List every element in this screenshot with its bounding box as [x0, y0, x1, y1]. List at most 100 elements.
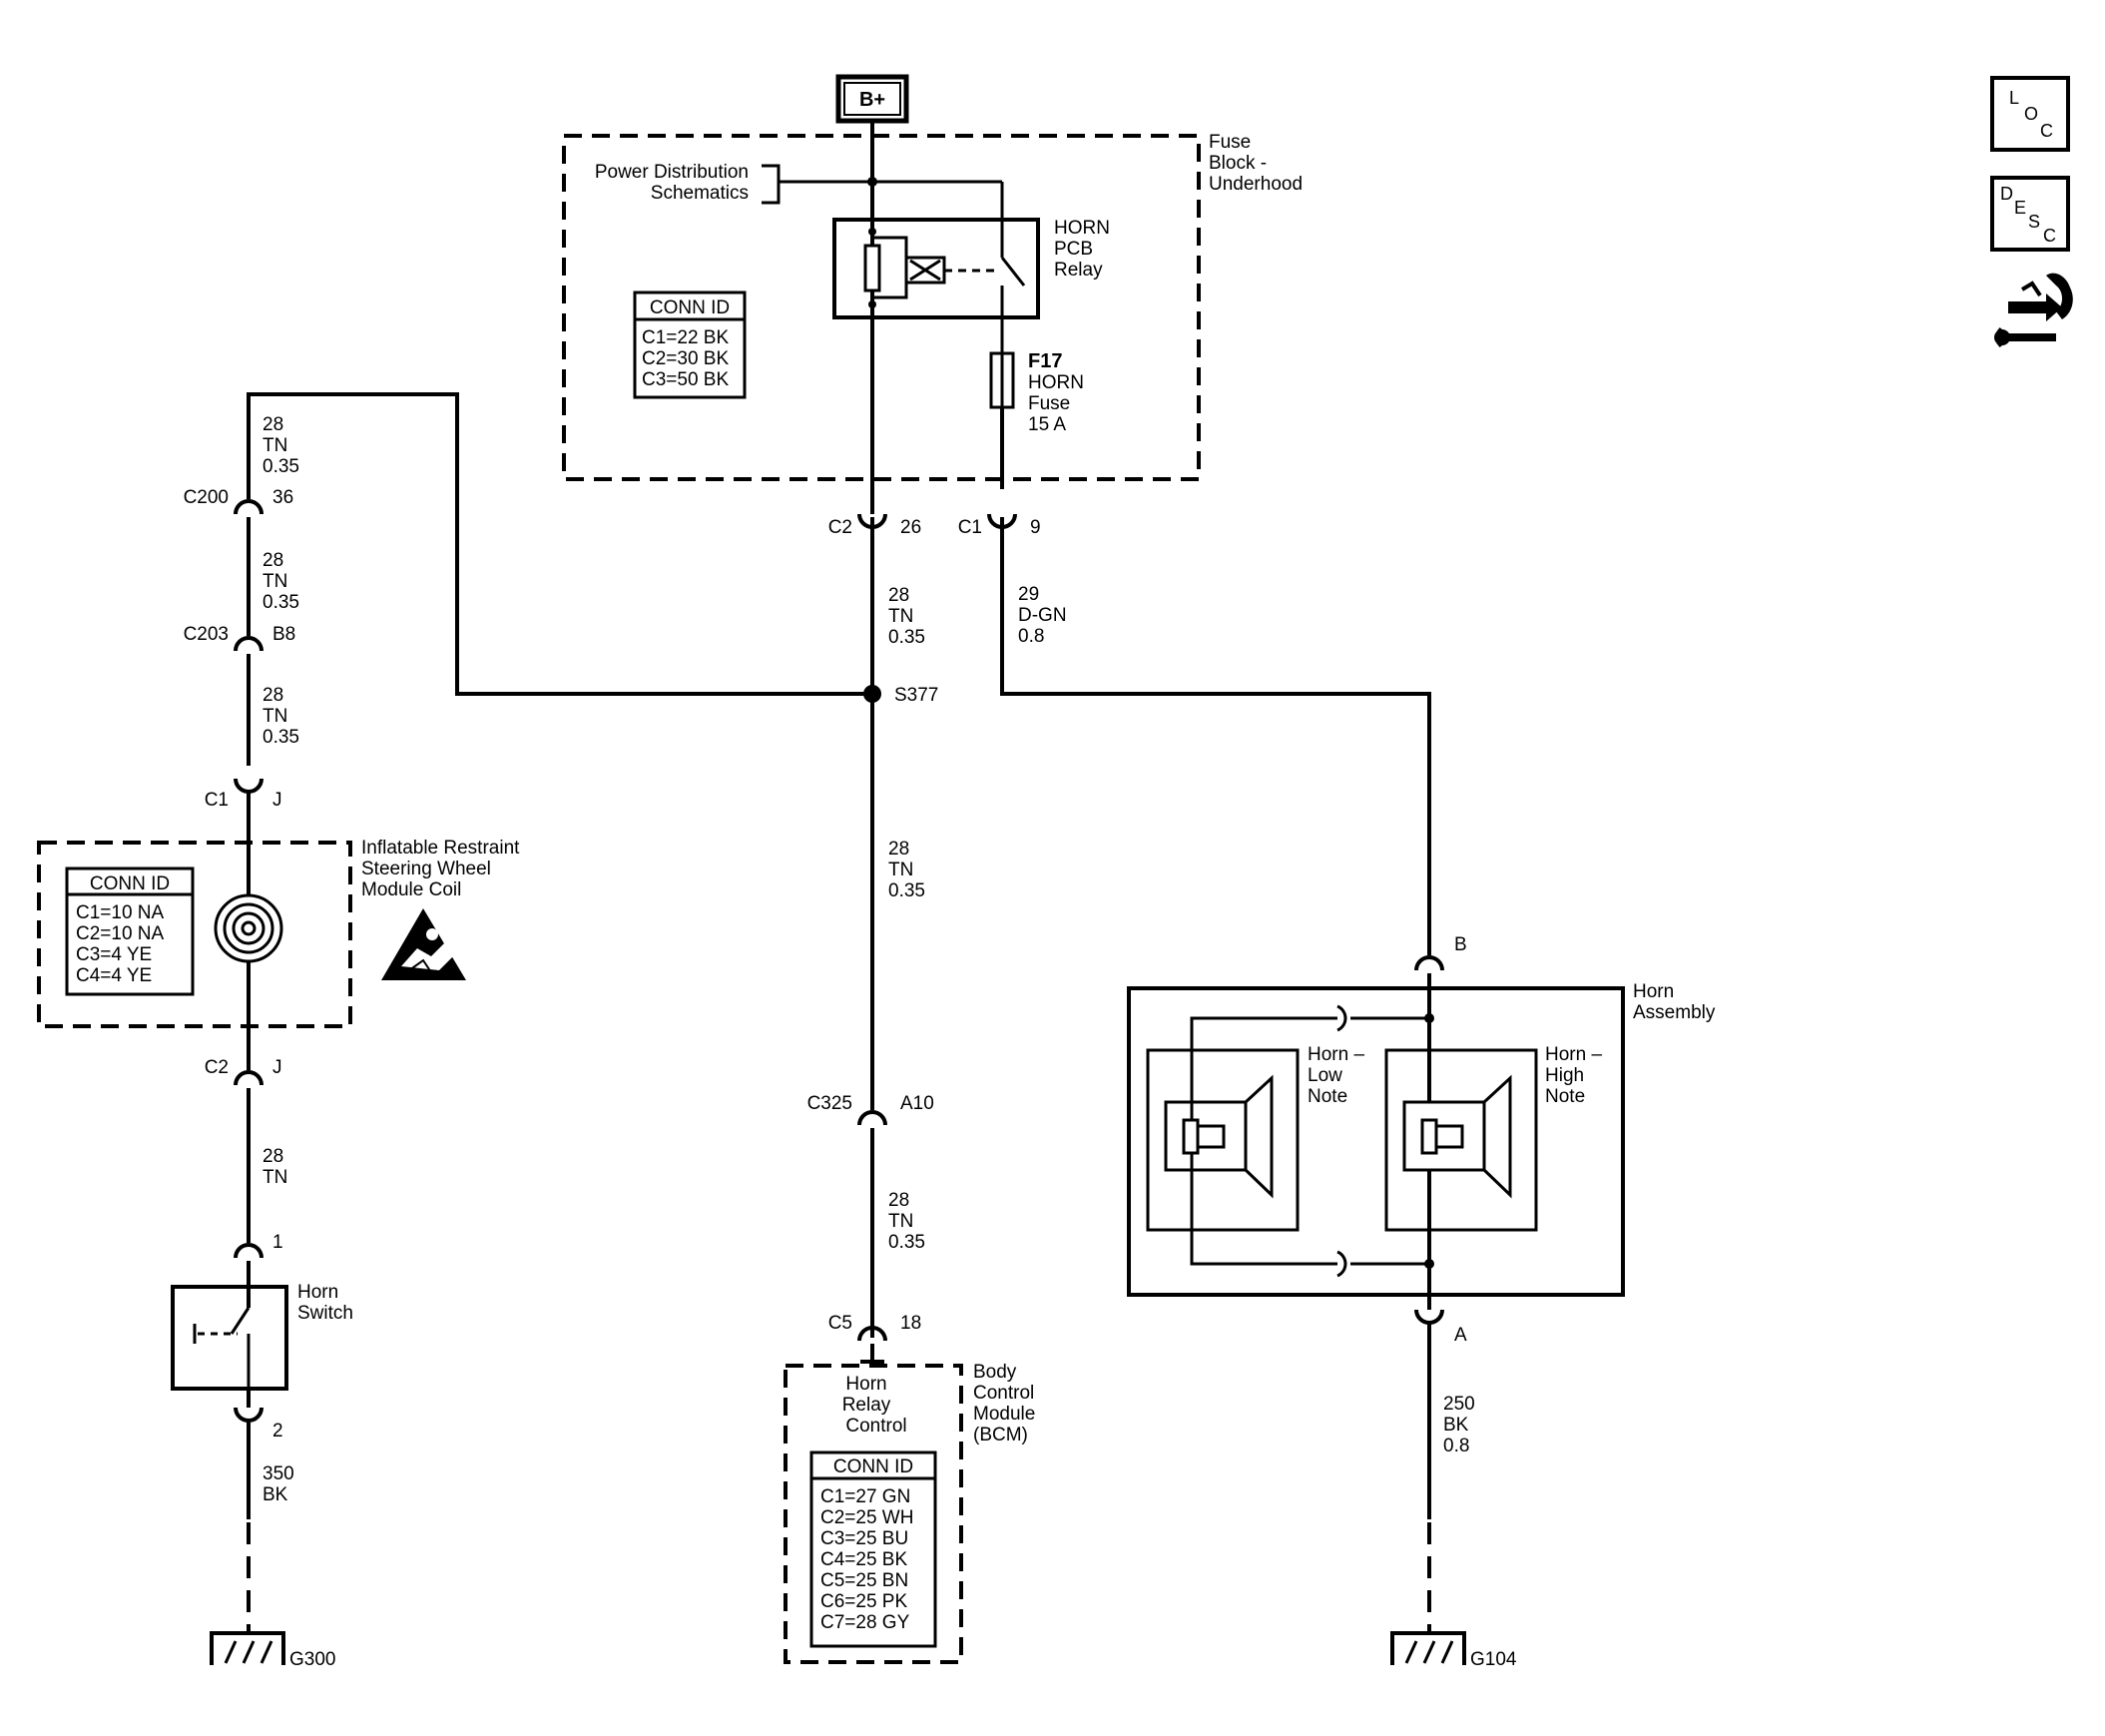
- connector-pin: B8: [272, 624, 295, 645]
- splice-label: S377: [894, 685, 938, 706]
- srs-warning-icon: [381, 908, 466, 980]
- diagnostic-tool-icon[interactable]: [1994, 273, 2073, 347]
- power-dist-label-2[interactable]: Schematics: [651, 183, 749, 204]
- wire-label: 0.35: [888, 880, 925, 901]
- bcm-title-3: Module: [973, 1404, 1035, 1425]
- coil-title-1: Inflatable Restraint: [361, 838, 520, 859]
- low-note-title-3: Note: [1308, 1086, 1347, 1107]
- fuse-block-conn-id-table: CONN ID C1=22 BK C2=30 BK C3=50 BK: [633, 290, 747, 399]
- connector-c5-18: [857, 1326, 887, 1364]
- conn-id-row: C4=4 YE: [76, 965, 152, 986]
- power-source-label: B+: [859, 89, 885, 111]
- connector-name: C203: [184, 624, 229, 645]
- conn-id-header: CONN ID: [650, 297, 730, 318]
- connector-c325-a10: [857, 1110, 887, 1338]
- ground-label: G104: [1470, 1649, 1517, 1670]
- connector-name: C325: [807, 1093, 852, 1114]
- low-note-title-1: Horn –: [1308, 1044, 1364, 1065]
- wire-label: 0.35: [263, 456, 299, 477]
- high-note-title-2: High: [1545, 1065, 1584, 1086]
- loc-letter: C: [2040, 121, 2053, 141]
- connector-pin: 18: [900, 1313, 921, 1334]
- bcm-function-3: Control: [845, 1416, 906, 1437]
- conn-id-row: C1=10 NA: [76, 902, 165, 923]
- high-note-title-1: Horn –: [1545, 1044, 1602, 1065]
- wire-label: TN: [888, 606, 913, 627]
- loc-letter: L: [2009, 88, 2019, 108]
- coil-title-2: Steering Wheel: [361, 859, 491, 879]
- conn-id-row: C5=25 BN: [820, 1570, 908, 1591]
- desc-letter: S: [2028, 212, 2040, 232]
- bcm-conn-id-table: CONN ID C1=27 GN C2=25 WH C3=25 BU C4=25…: [809, 1450, 937, 1648]
- fuse-label-3: Fuse: [1028, 393, 1070, 414]
- relay-label-3: Relay: [1054, 260, 1103, 281]
- connector-pin: 2: [272, 1421, 283, 1442]
- wire-label: 0.35: [263, 727, 299, 748]
- connector-horn-a: [1414, 1309, 1444, 1519]
- connector-name: C200: [184, 487, 229, 508]
- relay-label-1: HORN: [1054, 218, 1110, 239]
- wire-label: D-GN: [1018, 605, 1067, 626]
- bcm-function-2: Relay: [842, 1395, 891, 1416]
- wire-label: 28: [263, 685, 283, 706]
- fuse-label-2: HORN: [1028, 372, 1084, 393]
- conn-id-row: C1=22 BK: [642, 327, 729, 348]
- bcm-title-4: (BCM): [973, 1425, 1028, 1446]
- low-note-title-2: Low: [1308, 1065, 1342, 1086]
- power-dist-label-1[interactable]: Power Distribution: [595, 162, 749, 183]
- connector-pin: 1: [272, 1232, 283, 1253]
- description-button[interactable]: D E S C: [1990, 176, 2070, 252]
- desc-letter: D: [2000, 184, 2013, 204]
- horn-assembly: [1127, 973, 1625, 1310]
- wire-label: TN: [888, 860, 913, 880]
- connector-name: C5: [828, 1313, 852, 1334]
- high-note-title-3: Note: [1545, 1086, 1585, 1107]
- fuse-label-1: F17: [1028, 350, 1062, 372]
- fuse-block-title-2: Block -: [1209, 153, 1267, 174]
- connector-switch-pin-1: [234, 1243, 263, 1308]
- wire-label: 0.35: [888, 1232, 925, 1253]
- connector-pin: A10: [900, 1093, 934, 1114]
- bcm-function-1: Horn: [845, 1374, 886, 1395]
- relay-label-2: PCB: [1054, 239, 1093, 260]
- connector-c203-b8: [234, 636, 263, 766]
- fuse-block-title-1: Fuse: [1209, 132, 1251, 153]
- wire-label: 29: [1018, 584, 1039, 605]
- horn-pcb-relay: [832, 182, 1040, 489]
- conn-id-row: C2=30 BK: [642, 348, 729, 369]
- horn-high-note: [1384, 1048, 1538, 1232]
- connector-c200-36: [234, 499, 263, 636]
- connector-name: C1: [205, 790, 229, 811]
- wire-label: TN: [263, 571, 287, 592]
- wire-label: TN: [263, 435, 287, 456]
- fuse-block-title-3: Underhood: [1209, 174, 1303, 195]
- wire-label: TN: [888, 1211, 913, 1232]
- wire-label: 350: [263, 1463, 294, 1484]
- horn-assembly-title-1: Horn: [1633, 981, 1674, 1002]
- connector-name: C2: [828, 517, 852, 538]
- conn-id-header: CONN ID: [833, 1456, 913, 1477]
- connector-switch-pin-2: [234, 1390, 263, 1519]
- wire-label: 250: [1443, 1394, 1475, 1415]
- power-dist-bracket: [762, 164, 781, 205]
- wire-label: 0.8: [1443, 1436, 1469, 1456]
- fuse-block-underhood: Fuse Block - Underhood Power Distributio…: [562, 121, 1303, 489]
- wire-label: 0.35: [888, 627, 925, 648]
- conn-id-row: C4=25 BK: [820, 1549, 907, 1570]
- connector-pin: 26: [900, 517, 921, 538]
- conn-id-row: C3=50 BK: [642, 369, 729, 390]
- inflatable-restraint-coil-module: CONN ID C1=10 NA C2=10 NA C3=4 YE C4=4 Y…: [37, 841, 352, 1028]
- airbag-conn-id-table: CONN ID C1=10 NA C2=10 NA C3=4 YE C4=4 Y…: [65, 867, 195, 996]
- wire-label: 28: [888, 1190, 909, 1211]
- location-button[interactable]: L O C: [1990, 76, 2070, 152]
- connector-pin: J: [272, 1057, 282, 1078]
- horn-assembly-title-2: Assembly: [1633, 1002, 1716, 1023]
- body-control-module: Horn Relay Control CONN ID C1=27 GN C2=2…: [784, 1364, 963, 1664]
- conn-id-row: C7=28 GY: [820, 1612, 910, 1633]
- connector-pin: A: [1454, 1325, 1467, 1346]
- connector-pin: 9: [1030, 517, 1041, 538]
- horn-fuse-f17: [989, 351, 1015, 489]
- ground-g104-icon: [1390, 1631, 1466, 1665]
- desc-letter: E: [2014, 198, 2026, 218]
